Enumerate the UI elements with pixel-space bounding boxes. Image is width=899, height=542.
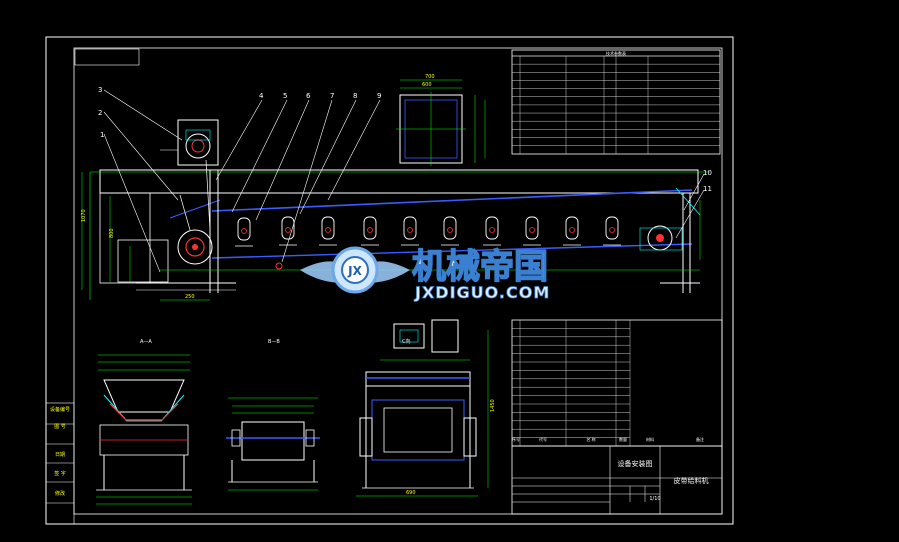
callout-8: 8: [353, 92, 357, 100]
dim-plan-w2: 600: [422, 82, 432, 88]
bom-header-cell: 备注: [696, 436, 704, 442]
inner-frame: [73, 47, 723, 515]
sheet-number: 1/10: [649, 496, 660, 502]
watermark-logo-glyph: JX: [347, 264, 362, 278]
bom-header-cell: 材料: [646, 436, 654, 442]
bom-header-cell: 代号: [539, 436, 547, 442]
section-a-view: A—A: [96, 339, 192, 505]
callout-4: 4: [259, 92, 264, 100]
bom-header-cell: 数量: [619, 436, 627, 442]
main-elevation: 1070 800 250: [81, 86, 712, 301]
watermark-en: JXDIGUO.COM: [414, 283, 550, 302]
top-plan-view: 700 600: [396, 74, 486, 166]
dim-plan-w: 700: [425, 74, 435, 80]
dim-c-width: 690: [406, 490, 416, 496]
callout-2: 2: [98, 109, 102, 117]
callout-6: 6: [306, 92, 311, 100]
callout-9: 9: [377, 92, 381, 100]
bill-of-materials: 序号 代号 名 称 数量 材料 备注: [511, 319, 723, 447]
callout-3: 3: [98, 86, 102, 94]
dim-left-h: 800: [109, 228, 115, 238]
tech-parameter-table: 技术参数表: [511, 49, 721, 155]
side-block-2: 图 号: [54, 424, 66, 430]
title-block: 设备安装图 皮带给料机 1/10: [511, 445, 723, 515]
side-block-5: 修改: [55, 490, 65, 497]
callout-7: 7: [330, 92, 334, 100]
callout-1: 1: [100, 131, 104, 139]
outer-frame: [45, 36, 734, 525]
dim-drive: 250: [185, 294, 195, 300]
callout-5: 5: [283, 92, 287, 100]
side-block-3: 日期: [55, 452, 65, 458]
callout-11: 11: [703, 185, 712, 193]
side-block: 设备编号 图 号 日期 签 字 修改: [45, 402, 75, 525]
drawing-name: 皮带给料机: [674, 476, 709, 485]
bom-header-cell: 名 称: [586, 436, 595, 442]
side-block-1: 设备编号: [50, 406, 70, 413]
dim-right-h: 1450: [490, 399, 496, 412]
drawing-title: 设备安装图: [618, 459, 653, 468]
section-b-label: B—B: [268, 339, 280, 345]
idler-stations: [235, 216, 621, 247]
bom-header-cell: 序号: [512, 436, 520, 442]
corner-tag: [74, 48, 140, 66]
callout-10: 10: [703, 169, 712, 177]
watermark-cn: 机械帝国: [412, 247, 548, 287]
view-c-label: C向: [402, 338, 411, 345]
section-a-label: A—A: [140, 339, 152, 345]
section-b-view: B—B: [226, 339, 320, 491]
tech-table-title: 技术参数表: [606, 50, 626, 56]
side-block-4: 签 字: [54, 470, 66, 477]
view-c: C向 1450 690: [356, 319, 496, 497]
watermark: JX 机械帝国 JXDIGUO.COM: [300, 246, 550, 302]
dim-vert-main: 1070: [81, 209, 87, 222]
